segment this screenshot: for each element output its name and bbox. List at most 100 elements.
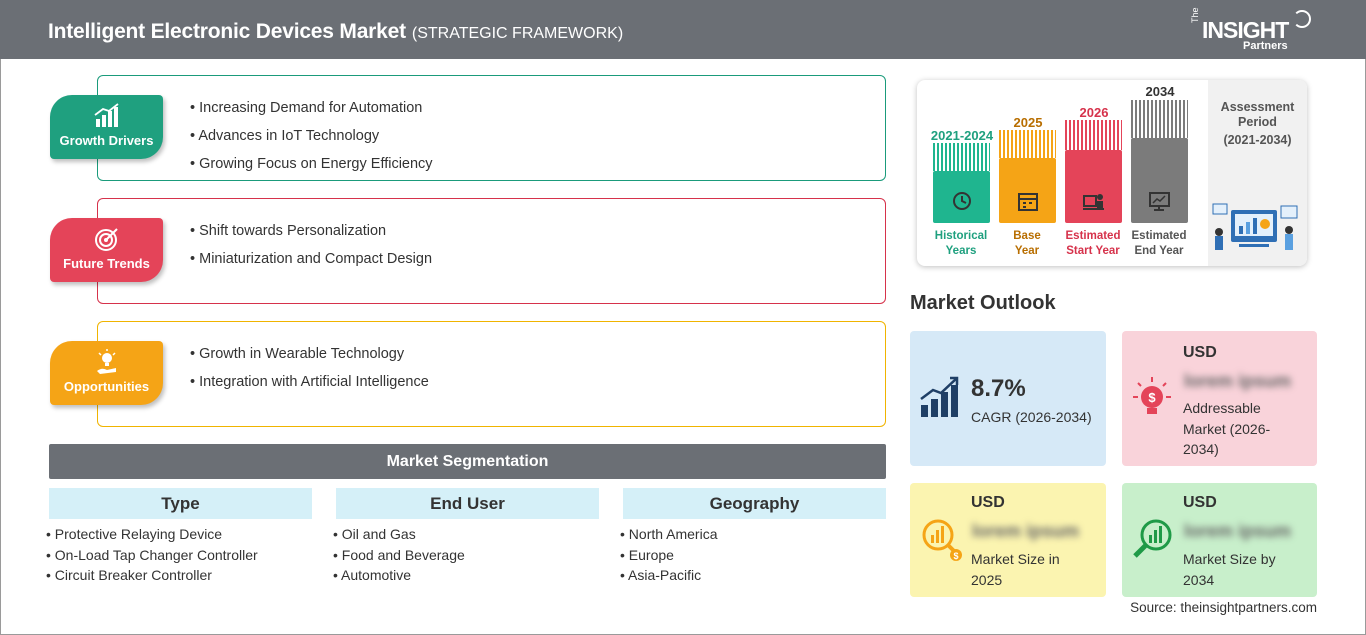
market-outlook-title: Market Outlook <box>910 292 1056 314</box>
addressable-label-1: Addressable <box>1183 400 1261 416</box>
year-label-base: 2025 <box>1013 115 1043 130</box>
segment-type-heading: Type <box>49 488 312 519</box>
segment-end-user-list: Oil and Gas Food and Beverage Automotive <box>333 524 465 586</box>
list-item: Miniaturization and Compact Design <box>190 245 432 273</box>
size-2025-currency: USD <box>971 494 1005 511</box>
list-item: Advances in IoT Technology <box>190 122 433 150</box>
start-sublabel-1: Estimated <box>1065 230 1121 242</box>
size-2025-label-2: 2025 <box>971 571 1003 588</box>
historical-sublabel: Historical Years <box>921 229 1001 259</box>
market-size-2034-card: USD lorem ipsum Market Size by 2034 <box>1122 483 1317 597</box>
growth-drivers-badge: Growth Drivers <box>50 95 163 159</box>
addressable-label-2: Market (2026- <box>1183 420 1271 437</box>
growth-drivers-label: Growth Drivers <box>59 133 154 148</box>
growth-bars-icon <box>920 376 959 417</box>
list-item: Europe <box>620 545 718 566</box>
calendar-icon <box>1018 193 1038 211</box>
year-label-historical: 2021-2024 <box>930 128 994 143</box>
analyst-dashboard-icon <box>1212 203 1298 250</box>
list-item: Increasing Demand for Automation <box>190 94 433 122</box>
logo-the: The <box>1190 7 1200 23</box>
size-2034-label: Market Size by 2034 <box>1183 549 1276 590</box>
size-2034-label-1: Market Size by <box>1183 551 1276 567</box>
opportunities-box: Growth in Wearable Technology Integratio… <box>97 321 886 427</box>
start-bar <box>1065 150 1122 223</box>
growth-chart-icon <box>93 103 119 127</box>
cagr-card: 8.7% CAGR (2026-2034) <box>910 331 1106 466</box>
lightbulb-hand-icon <box>96 349 116 374</box>
addressable-market-card: $ USD lorem ipsum Addressable Market (20… <box>1122 331 1317 466</box>
addressable-currency: USD <box>1183 344 1217 361</box>
end-sublabel-2: End Year <box>1134 245 1184 257</box>
target-icon <box>94 228 118 251</box>
assessment-period-card: Assessment Period (2021-2034) 2021-2024 … <box>917 80 1307 266</box>
size-2034-currency: USD <box>1183 494 1217 511</box>
logo-partners: Partners <box>1243 40 1288 52</box>
start-bar-hatch <box>1065 120 1122 150</box>
historical-sublabel-2: Years <box>945 245 977 257</box>
segment-type-list: Protective Relaying Device On-Load Tap C… <box>46 524 258 586</box>
end-sublabel: Estimated End Year <box>1119 229 1199 259</box>
svg-text:$: $ <box>1148 390 1156 405</box>
list-item: Integration with Artificial Intelligence <box>190 368 429 396</box>
future-trends-badge: Future Trends <box>50 218 163 282</box>
logo-main: INSIGHT <box>1202 17 1289 43</box>
segment-geography-heading: Geography <box>623 488 886 519</box>
historical-sublabel-1: Historical <box>934 230 988 242</box>
future-trends-label: Future Trends <box>63 256 150 271</box>
cagr-value: 8.7% <box>971 375 1026 402</box>
opportunities-label: Opportunities <box>63 379 150 394</box>
history-clock-icon <box>953 192 971 210</box>
page-subtitle: (STRATEGIC FRAMEWORK) <box>411 25 624 42</box>
cagr-label: CAGR (2026-2034) <box>971 409 1092 425</box>
start-sublabel-2: Start Year <box>1066 245 1120 257</box>
year-label-end: 2034 <box>1145 84 1175 99</box>
list-item: Circuit Breaker Controller <box>46 565 258 586</box>
list-item: Food and Beverage <box>333 545 465 566</box>
segment-end-user-heading: End User <box>336 488 599 519</box>
end-sublabel-1: Estimated <box>1131 230 1187 242</box>
insight-partners-logo[interactable]: The INSIGHT Partners <box>1190 7 1320 53</box>
future-trends-box: Shift towards Personalization Miniaturiz… <box>97 198 886 304</box>
list-item: Oil and Gas <box>333 524 465 545</box>
market-size-2025-card: $ USD lorem ipsum Market Size in 2025 <box>910 483 1106 597</box>
header-bar: Intelligent Electronic Devices Market(ST… <box>0 0 1366 59</box>
end-bar-hatch <box>1131 100 1188 138</box>
market-segmentation-bar: Market Segmentation <box>49 444 886 479</box>
size-2034-label-2: 2034 <box>1183 571 1215 588</box>
base-sublabel-1: Base <box>1013 230 1041 242</box>
magnifier-chart-icon <box>1133 519 1172 558</box>
logo-arc-icon <box>1293 10 1311 28</box>
list-item: North America <box>620 524 718 545</box>
size-2034-value-blurred: lorem ipsum <box>1184 521 1292 541</box>
addressable-label-3: 2034) <box>1183 441 1219 457</box>
opportunities-list: Growth in Wearable Technology Integratio… <box>190 340 429 396</box>
base-bar <box>999 158 1056 223</box>
base-bar-hatch <box>999 130 1056 158</box>
source-credit[interactable]: Source: theinsightpartners.com <box>1130 600 1317 615</box>
monitor-chart-icon <box>1149 192 1170 211</box>
year-label-start: 2026 <box>1079 105 1109 120</box>
base-sublabel-2: Year <box>1014 245 1040 257</box>
list-item: Automotive <box>333 565 465 586</box>
dollar-bulb-icon: $ <box>1133 377 1171 414</box>
assessment-range: (2021-2034) <box>1223 133 1292 147</box>
list-item: Shift towards Personalization <box>190 217 432 245</box>
addressable-label: Addressable Market (2026- 2034) <box>1183 398 1270 460</box>
svg-text:$: $ <box>953 551 958 561</box>
future-trends-list: Shift towards Personalization Miniaturiz… <box>190 217 432 273</box>
list-item: Protective Relaying Device <box>46 524 258 545</box>
base-sublabel: Base Year <box>987 229 1067 259</box>
coin-chart-icon: $ <box>922 519 962 561</box>
growth-drivers-list: Increasing Demand for Automation Advance… <box>190 94 433 178</box>
start-sublabel: Estimated Start Year <box>1053 229 1133 259</box>
size-2025-value-blurred: lorem ipsum <box>972 521 1080 541</box>
addressable-value-blurred: lorem ipsum <box>1184 371 1292 391</box>
growth-drivers-box: Increasing Demand for Automation Advance… <box>97 75 886 181</box>
list-item: On-Load Tap Changer Controller <box>46 545 258 566</box>
segment-geography-list: North America Europe Asia-Pacific <box>620 524 718 586</box>
presentation-icon <box>1083 194 1104 210</box>
list-item: Asia-Pacific <box>620 565 718 586</box>
size-2025-label-1: Market Size in <box>971 551 1060 567</box>
historical-bar-hatch <box>933 143 990 171</box>
